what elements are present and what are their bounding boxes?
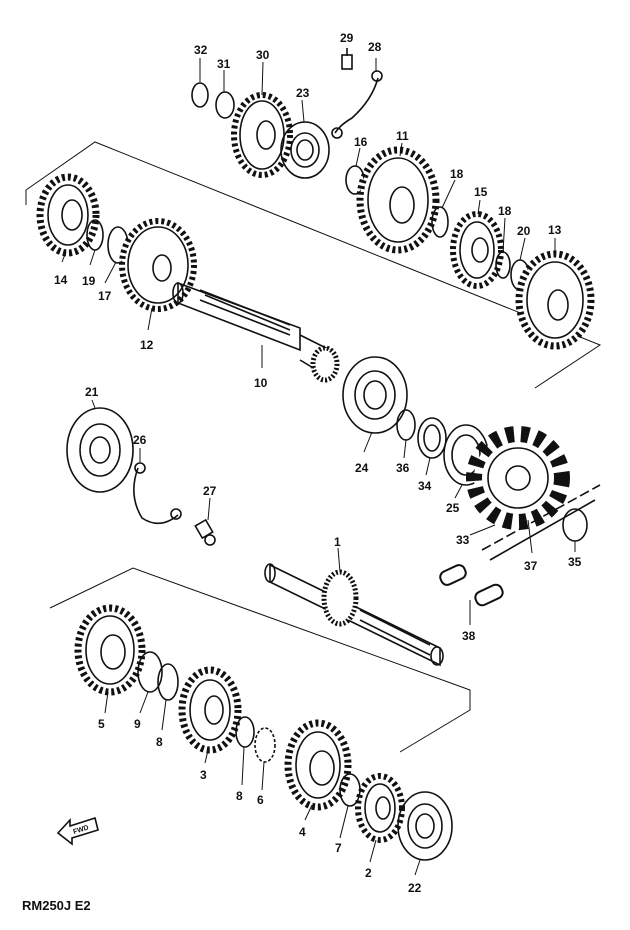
label-31: 31 <box>217 57 231 71</box>
label-19: 19 <box>82 274 96 288</box>
gear-4 <box>284 719 352 811</box>
label-12: 12 <box>140 338 154 352</box>
bearing-retainer-26 <box>133 462 182 525</box>
bolt-29 <box>341 48 353 70</box>
label-11: 11 <box>396 129 409 143</box>
gear-11 <box>356 146 440 254</box>
label-21: 21 <box>85 385 99 399</box>
arrow-label: FWD <box>72 824 89 836</box>
gear-5 <box>74 604 146 696</box>
bearing-23 <box>280 121 330 179</box>
driveshaft-assembly-box <box>49 567 471 753</box>
label-8b: 8 <box>236 789 243 803</box>
label-33: 33 <box>456 533 470 547</box>
gear-2 <box>355 773 405 843</box>
label-22: 22 <box>408 881 422 895</box>
washer-31 <box>215 91 235 119</box>
leader-lines <box>61 58 576 876</box>
oring-36 <box>396 409 416 441</box>
circlip-35 <box>562 508 588 542</box>
bearing-22 <box>397 791 453 861</box>
gear-30 <box>231 92 293 178</box>
forward-arrow-icon: FWD <box>56 816 99 846</box>
label-23: 23 <box>296 86 310 100</box>
label-37: 37 <box>524 559 538 573</box>
label-9: 9 <box>134 717 141 731</box>
countershaft-assembly-box <box>25 141 602 389</box>
label-10: 10 <box>254 376 268 390</box>
bearing-21 <box>66 407 134 493</box>
bolt-27 <box>194 518 216 546</box>
gear-14 <box>36 173 100 257</box>
label-13: 13 <box>548 223 562 237</box>
bearing-24 <box>342 356 408 434</box>
sprocket-33 <box>466 426 570 530</box>
label-18a: 18 <box>450 167 464 181</box>
gear-15 <box>450 211 504 289</box>
chain-joint-38 <box>439 564 504 607</box>
label-7: 7 <box>335 841 342 855</box>
label-17: 17 <box>98 289 112 303</box>
part-labels: 32 31 30 23 29 28 16 11 18 15 18 20 13 1… <box>54 31 582 895</box>
washer-6 <box>254 727 276 763</box>
circlip-18a <box>431 206 449 238</box>
countershaft-10 <box>172 281 340 383</box>
label-34: 34 <box>418 479 432 493</box>
circlip-8a <box>157 663 179 701</box>
label-5: 5 <box>98 717 105 731</box>
label-2: 2 <box>365 866 372 880</box>
circlip-32 <box>191 82 209 108</box>
label-14: 14 <box>54 273 68 287</box>
label-6: 6 <box>257 793 264 807</box>
label-28: 28 <box>368 40 382 54</box>
label-30: 30 <box>256 48 270 62</box>
gear-3 <box>178 666 242 754</box>
bearing-retainer-28 <box>331 70 383 139</box>
label-8a: 8 <box>156 735 163 749</box>
label-4: 4 <box>299 825 306 839</box>
label-24: 24 <box>355 461 369 475</box>
label-38: 38 <box>462 629 476 643</box>
label-26: 26 <box>133 433 147 447</box>
label-32: 32 <box>194 43 208 57</box>
label-1: 1 <box>334 535 341 549</box>
label-18b: 18 <box>498 204 512 218</box>
circlip-8b <box>235 716 255 748</box>
gear-13 <box>515 250 595 350</box>
driveshaft-1 <box>264 563 444 667</box>
spacer-34 <box>417 417 447 459</box>
label-20: 20 <box>517 224 531 238</box>
label-36: 36 <box>396 461 410 475</box>
label-29: 29 <box>340 31 354 45</box>
label-3: 3 <box>200 768 207 782</box>
washer-9 <box>137 651 163 693</box>
label-15: 15 <box>474 185 488 199</box>
label-25: 25 <box>446 501 460 515</box>
label-16: 16 <box>354 135 368 149</box>
label-27: 27 <box>203 484 217 498</box>
diagram-caption: RM250J E2 <box>22 898 91 913</box>
label-35: 35 <box>568 555 582 569</box>
gear-12 <box>119 218 197 312</box>
